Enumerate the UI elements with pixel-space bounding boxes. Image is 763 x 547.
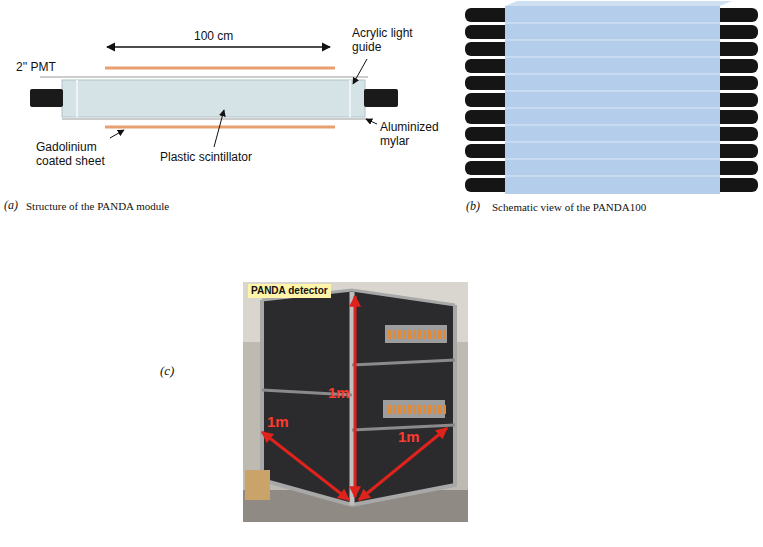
module-edge <box>505 176 720 177</box>
part-label: Acrylic light guide <box>352 26 432 54</box>
module-edge <box>505 91 720 92</box>
part-label: Gadolinium coated sheet <box>36 140 126 168</box>
connector-dot <box>418 330 421 339</box>
pmt-row <box>385 325 447 343</box>
module-edge <box>505 23 720 24</box>
light-guide-joint <box>76 80 78 117</box>
panel-letter: (b) <box>466 199 480 213</box>
gadolinium-sheet <box>105 67 335 70</box>
connector-dots <box>388 330 446 414</box>
dimension-label: 1m <box>398 428 420 445</box>
connector-dot <box>408 405 411 414</box>
connector-dot <box>388 405 391 414</box>
connector-dot <box>433 330 436 339</box>
connector-dot <box>393 330 396 339</box>
leader-line <box>214 110 224 147</box>
dimension-label: 1m <box>267 413 289 430</box>
connector-dot <box>413 330 416 339</box>
plastic-scintillator <box>62 80 365 117</box>
leader-line <box>110 130 124 138</box>
module-edge <box>505 125 720 126</box>
connector-dot <box>438 330 441 339</box>
module-edge <box>505 159 720 160</box>
connector-dot <box>443 330 446 339</box>
dimension-arrow <box>262 432 349 500</box>
pmt-row <box>383 400 445 418</box>
module-edge <box>505 74 720 75</box>
stack-front <box>505 6 720 194</box>
leader-line <box>366 119 377 124</box>
connector-dot <box>443 405 446 414</box>
connector-dot <box>398 330 401 339</box>
dimension-arrow <box>354 296 357 497</box>
length-arrow <box>107 46 330 47</box>
connector-dot <box>413 405 416 414</box>
photo-ground <box>243 282 468 522</box>
pmt <box>30 89 63 107</box>
module-edge <box>505 40 720 41</box>
panel-caption: Structure of the PANDA module <box>26 199 169 213</box>
part-label: 2'' PMT <box>16 60 56 74</box>
connector-dot <box>428 330 431 339</box>
module-edge <box>505 142 720 143</box>
frame <box>352 360 455 365</box>
part-label: Aluminized mylar <box>380 120 460 148</box>
stack-top <box>505 1 732 6</box>
connector-dot <box>438 405 441 414</box>
connector-dot <box>388 330 391 339</box>
connector-dot <box>433 405 436 414</box>
length-label: 100 cm <box>194 29 233 43</box>
part-label: Plastic scintillator <box>160 150 252 164</box>
connector-dot <box>423 330 426 339</box>
connector-dot <box>403 330 406 339</box>
connector-dot <box>403 405 406 414</box>
connector-dot <box>423 405 426 414</box>
mylar-line <box>40 77 368 78</box>
module-edge <box>505 57 720 58</box>
panel-letter: (a) <box>4 198 18 212</box>
dimension-arrow <box>359 428 447 500</box>
stack-illustration <box>465 1 758 194</box>
pmt <box>364 89 398 107</box>
box <box>245 470 270 500</box>
connector-dot <box>393 405 396 414</box>
frame <box>352 290 455 305</box>
panel-letter: (c) <box>160 364 174 378</box>
connector-dot <box>428 405 431 414</box>
detector-photo <box>243 282 468 522</box>
module-illustration <box>30 47 398 147</box>
connector-dot <box>418 405 421 414</box>
connector-dot <box>408 330 411 339</box>
panel-caption: Schematic view of the PANDA100 <box>492 200 646 214</box>
photo-title: PANDA detector <box>248 284 331 298</box>
mylar-line <box>62 119 368 120</box>
dimension-label: 1m <box>328 384 350 401</box>
detector-body <box>262 290 455 505</box>
frame <box>262 300 455 505</box>
frame <box>350 292 355 505</box>
leader-line <box>353 59 367 84</box>
light-guide-joint <box>349 80 351 117</box>
module-edge <box>505 108 720 109</box>
connector-dot <box>398 405 401 414</box>
